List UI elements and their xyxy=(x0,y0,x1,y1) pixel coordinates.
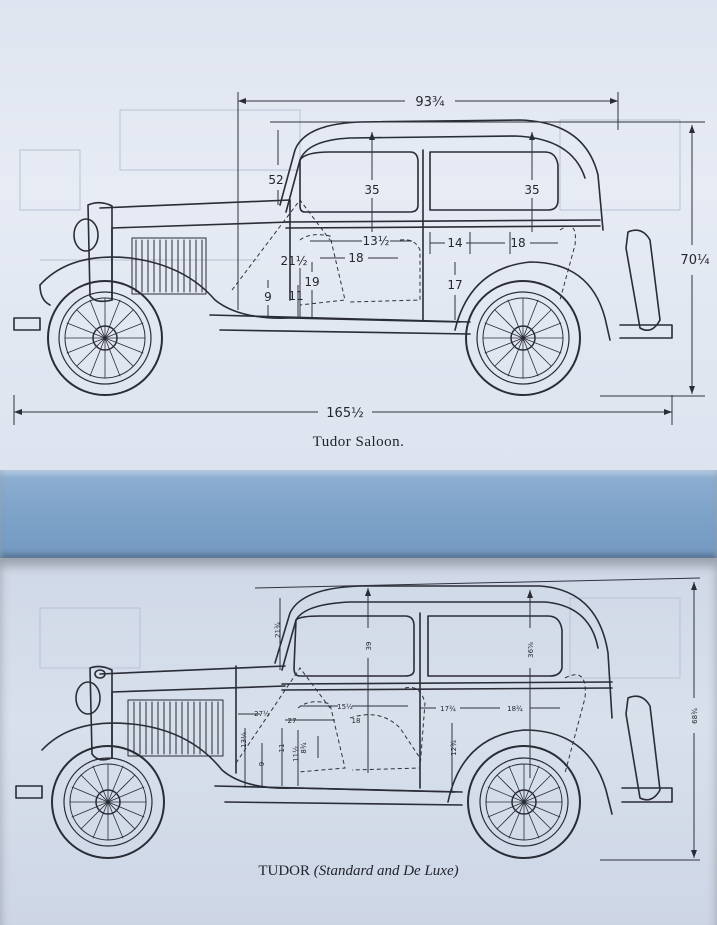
dim-front-cushion-height: 19 xyxy=(304,275,319,289)
tudor-saloon-drawing: 93¾ 165½ 70¼ 35 35 52 13½ 18 14 18 21½ 1… xyxy=(13,92,710,425)
dim-rear-headroom-b: 36⅝ xyxy=(527,642,535,658)
dim-front-headroom: 35 xyxy=(364,183,379,197)
dim-overall-top: 93¾ xyxy=(415,95,445,110)
dim-rear-cushion-b: 12¾ xyxy=(450,740,458,756)
dim-rear-cushion-height: 17 xyxy=(447,278,462,292)
rear-wheel-bottom xyxy=(467,745,581,859)
dim-rear-legroom: 14 xyxy=(447,236,462,250)
interior-seats-top xyxy=(231,199,576,306)
dim-cushion-b: 8¾ xyxy=(300,742,308,753)
ghost-lines-bottom xyxy=(39,597,681,679)
dim-front-floor-height: 11 xyxy=(288,289,303,303)
tudor-standard-drawing: 39 36⅝ 68¾ 21¾ 15½ 17¾ 18¾ 27½ 27 18 13¼… xyxy=(15,577,701,861)
dim-rear-headroom: 35 xyxy=(524,183,539,197)
dim-windscreen-height-b: 21¾ xyxy=(274,622,282,638)
dim-rear-seat-width-b: 18¾ xyxy=(507,705,523,713)
dim-pedal-b: 9 xyxy=(258,762,266,766)
caption-tudor-saloon: Tudor Saloon. xyxy=(312,434,405,450)
separator-band xyxy=(0,470,717,558)
dim-front-seat-depth: 18 xyxy=(348,251,363,265)
dimension-lines-top xyxy=(13,92,705,425)
car-body-top xyxy=(13,119,673,341)
dimension-lines-bottom xyxy=(238,577,701,861)
front-wheel-top xyxy=(47,280,163,396)
dim-front-seat-b: 27½ xyxy=(254,710,270,718)
bottom-diagram-panel: 39 36⅝ 68¾ 21¾ 15½ 17¾ 18¾ 27½ 27 18 13¼… xyxy=(0,558,717,925)
dimension-arrows-top xyxy=(14,98,695,415)
dim-front-lower-b: 18 xyxy=(352,717,361,725)
dim-rear-seat-depth: 13½ xyxy=(363,234,390,248)
dim-overall-height-b: 68¾ xyxy=(691,708,699,724)
dim-pedal-height: 9 xyxy=(264,290,272,304)
rear-wheel-top xyxy=(465,280,581,396)
front-wheel-bottom xyxy=(51,745,165,859)
dim-legroom-b: 17¾ xyxy=(440,705,456,713)
dim-front-mid-b: 27 xyxy=(288,717,297,725)
dim-left-vert-b: 11 xyxy=(278,744,286,753)
dim-front-seat-back: 21½ xyxy=(281,254,308,268)
dim-front-headroom-b: 39 xyxy=(365,642,373,651)
dim-rear-seat-depth-b: 15½ xyxy=(337,703,353,711)
top-diagram-panel: 93¾ 165½ 70¼ 35 35 52 13½ 18 14 18 21½ 1… xyxy=(0,0,717,470)
ghost-lines xyxy=(19,109,681,261)
dim-windscreen-height: 52 xyxy=(268,173,283,187)
dim-floor-b: 11½ xyxy=(292,746,300,762)
dim-left-seat-b: 13¼ xyxy=(240,732,248,748)
caption-tudor: TUDOR xyxy=(258,863,311,879)
car-body-bottom xyxy=(15,585,673,815)
dim-overall-length: 165½ xyxy=(326,406,363,421)
caption-tudor-sub: (Standard and De Luxe) xyxy=(313,863,459,879)
caption-tudor-standard: TUDOR (Standard and De Luxe) xyxy=(0,863,717,880)
dim-rear-seat-width: 18 xyxy=(510,236,525,250)
dimension-arrows-bottom xyxy=(365,582,697,858)
dim-overall-height: 70¼ xyxy=(680,253,710,268)
